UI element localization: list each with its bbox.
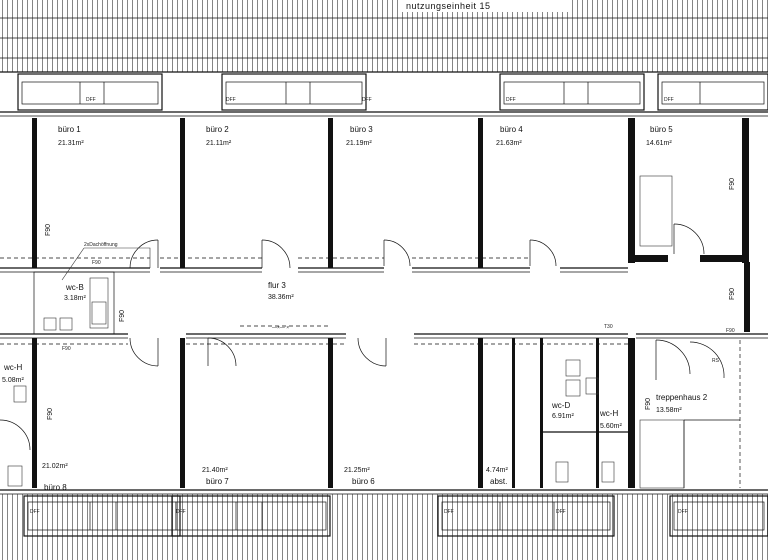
door-code-label: F90 <box>729 288 736 300</box>
top-partitions <box>32 118 749 268</box>
room-area: 21.31m² <box>58 140 84 147</box>
skylight-label: 2xDachöffnung <box>84 242 118 248</box>
room-area: 13.58m² <box>656 407 682 414</box>
door-code-label: F90 <box>47 408 54 420</box>
room-area: 5.60m² <box>600 423 622 430</box>
room-label: treppenhaus 2 <box>656 393 708 402</box>
rs-label: RS <box>712 358 720 364</box>
room-label: büro 8 <box>44 483 67 492</box>
svg-text:DFF: DFF <box>30 509 40 515</box>
room-label: büro 5 <box>650 125 673 134</box>
door-code-label-2: T30 <box>604 324 613 330</box>
room-label: wc-H <box>3 363 22 372</box>
room-area: 6.91m² <box>552 413 574 420</box>
header-title: nutzungseinheit 15 <box>406 1 491 11</box>
svg-text:DFF: DFF <box>226 97 236 103</box>
roof-hatch-top <box>0 0 768 73</box>
stairwell <box>639 419 740 489</box>
room-label: büro 6 <box>352 477 375 486</box>
room-label: büro 1 <box>58 125 81 134</box>
svg-text:DFF: DFF <box>176 509 186 515</box>
room-area: 21.11m² <box>206 140 232 147</box>
room-area: 21.63m² <box>496 140 522 147</box>
room-label: büro 2 <box>206 125 229 134</box>
svg-text:DFF: DFF <box>362 97 372 103</box>
svg-text:DFF: DFF <box>444 509 454 515</box>
door-code-label: F90 <box>726 328 735 334</box>
svg-text:DFF: DFF <box>664 97 674 103</box>
door-code-label: F90 <box>62 346 71 352</box>
door-code-label: F90 <box>729 178 736 190</box>
room-label: büro 4 <box>500 125 523 134</box>
room-area: 5.08m² <box>2 377 24 384</box>
room-area: 38.36m² <box>268 294 294 301</box>
bottom-partitions <box>32 338 741 488</box>
bottom-dormers: DFF DFF DFF DFF DFF <box>0 494 768 560</box>
wc-b-room <box>33 271 115 335</box>
room-area: 21.19m² <box>346 140 372 147</box>
svg-text:DFF: DFF <box>86 97 96 103</box>
svg-text:—×— ×: —×— × <box>272 325 289 331</box>
svg-text:DFF: DFF <box>506 97 516 103</box>
room-area: 21.40m² <box>202 467 228 474</box>
top-doors <box>129 223 705 269</box>
door-code-label: F90 <box>45 224 52 236</box>
door-code-label: F90 <box>645 398 652 410</box>
wc-h-left <box>0 419 31 451</box>
room-label: wc-D <box>551 401 570 410</box>
top-dormers: DFF DFF DFF DFF DFF <box>17 73 768 111</box>
wc-fixtures <box>7 359 615 487</box>
door-code-label: F90 <box>92 260 101 266</box>
stair-hatch-top <box>639 175 673 247</box>
svg-text:DFF: DFF <box>556 509 566 515</box>
room-area: 3.18m² <box>64 295 86 302</box>
room-area: 21.25m² <box>344 467 370 474</box>
room-label: büro 7 <box>206 477 229 486</box>
room-label: flur 3 <box>268 281 286 290</box>
room-label: wc-H <box>599 409 618 418</box>
room-area: 21.02m² <box>42 463 68 470</box>
bottom-doors <box>129 337 725 380</box>
room-area: 4.74m² <box>486 467 508 474</box>
room-label: büro 3 <box>350 125 373 134</box>
room-label: wc-B <box>65 283 84 292</box>
room-area: 14.61m² <box>646 140 672 147</box>
corridor-lower-wall: —×— × <box>0 325 768 345</box>
door-code-label: F90 <box>119 310 126 322</box>
svg-text:DFF: DFF <box>678 509 688 515</box>
room-label: abst. <box>490 477 507 486</box>
